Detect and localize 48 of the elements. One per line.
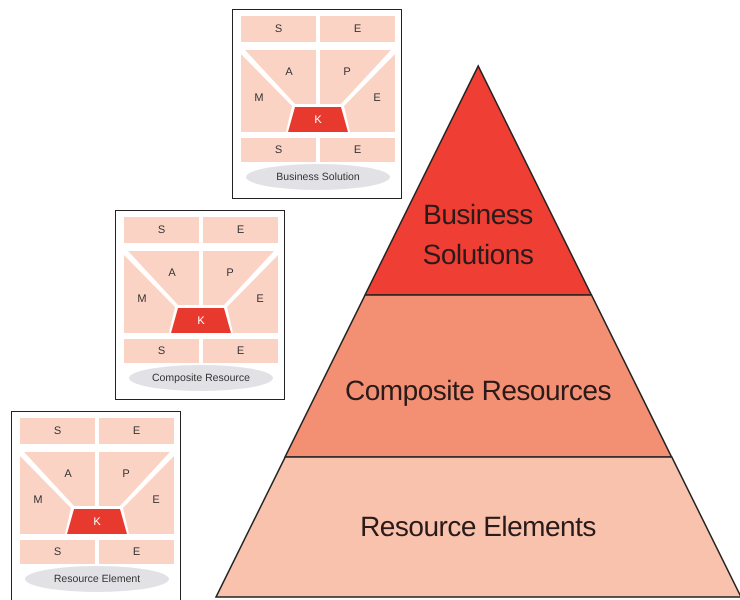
tile-letter: S — [158, 224, 166, 236]
caption-text: Resource Element — [54, 573, 140, 585]
e-tile — [99, 540, 174, 564]
s-tile — [20, 418, 95, 444]
segment-letter: E — [152, 494, 160, 506]
segment-letter: P — [343, 66, 351, 78]
segment-letter: K — [314, 114, 322, 126]
tile-letter: E — [236, 224, 244, 236]
tile-letter: S — [274, 23, 282, 35]
tile-letter: S — [158, 345, 166, 357]
segment-letter: P — [226, 267, 234, 279]
segment-letter: A — [64, 468, 72, 480]
layer-label: Composite Resources — [344, 374, 612, 408]
e-tile — [203, 339, 278, 363]
tile-letter: E — [236, 345, 244, 357]
segment-letter: M — [33, 494, 43, 506]
e-tile — [320, 138, 395, 162]
tile-letter: E — [354, 23, 362, 35]
tile-letter: S — [54, 425, 62, 437]
s-tile — [20, 540, 95, 564]
e-tile — [203, 217, 278, 243]
tile-letter: S — [54, 546, 62, 558]
segment-letter: A — [285, 66, 293, 78]
tile-letter: S — [274, 144, 282, 156]
tile-letter: E — [354, 144, 362, 156]
e-tile — [99, 418, 174, 444]
s-tile — [124, 217, 199, 243]
segment-letter: K — [93, 516, 101, 528]
tile-letter: E — [132, 425, 140, 437]
layer-label: Resource Elements — [359, 510, 597, 544]
s-tile — [124, 339, 199, 363]
segment-letter: A — [168, 267, 176, 279]
tile-letter: E — [132, 546, 140, 558]
caption-text: Business Solution — [276, 171, 360, 183]
segment-letter: E — [256, 293, 264, 305]
e-tile — [320, 16, 395, 42]
segment-letter: E — [373, 92, 381, 104]
caption-text: Composite Resource — [152, 372, 250, 384]
segment-letter: P — [122, 468, 130, 480]
segment-letter: M — [137, 293, 147, 305]
layer-label: Business Solutions — [422, 198, 534, 272]
segment-letter: M — [254, 92, 264, 104]
card — [115, 210, 285, 400]
card — [232, 9, 402, 199]
s-tile — [241, 16, 316, 42]
card — [11, 411, 181, 600]
s-tile — [241, 138, 316, 162]
segment-letter: K — [197, 315, 205, 327]
